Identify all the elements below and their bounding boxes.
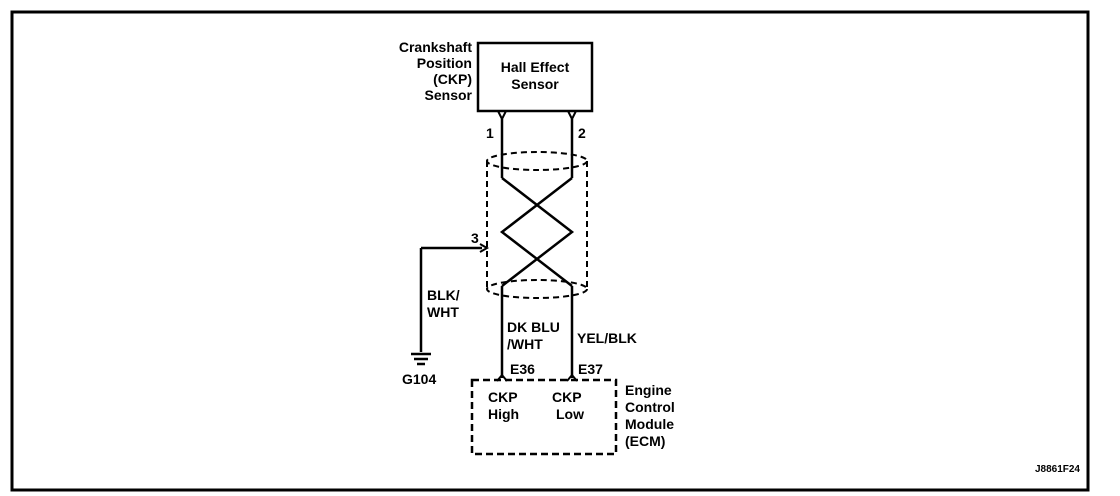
svg-text:CKP: CKP xyxy=(488,389,518,405)
svg-text:BLK/: BLK/ xyxy=(427,287,460,303)
ecm-name-label: Engine Control Module (ECM) xyxy=(625,382,675,449)
svg-text:Position: Position xyxy=(417,55,472,71)
svg-text:/WHT: /WHT xyxy=(507,336,543,352)
svg-text:(CKP): (CKP) xyxy=(433,71,472,87)
right-wire-color-label: YEL/BLK xyxy=(577,330,637,346)
ecm-terminal-e37-label: E37 xyxy=(578,361,603,377)
ecm-ckp-high-label: CKP High xyxy=(488,389,519,422)
svg-text:WHT: WHT xyxy=(427,304,459,320)
pin1-label: 1 xyxy=(486,125,494,141)
sensor-box-label-line1: Hall Effect xyxy=(501,59,570,75)
svg-text:Low: Low xyxy=(556,406,584,422)
pin3-label: 3 xyxy=(471,230,479,246)
diagram-frame xyxy=(10,10,1090,492)
sensor-box-label-line2: Sensor xyxy=(511,76,559,92)
svg-text:Engine: Engine xyxy=(625,382,672,398)
ecm-box xyxy=(470,378,618,456)
svg-text:(ECM): (ECM) xyxy=(625,433,665,449)
hall-effect-sensor-box xyxy=(476,41,594,113)
twisted-pair-wire-b xyxy=(499,177,573,287)
ground-label: G104 xyxy=(402,371,436,387)
svg-text:High: High xyxy=(488,406,519,422)
svg-text:DK BLU: DK BLU xyxy=(507,319,560,335)
left-wire-color-label: DK BLU /WHT xyxy=(507,319,560,352)
figure-code: J8861F24 xyxy=(1035,464,1080,475)
shield-drain-connector-icon xyxy=(479,243,490,253)
svg-text:Sensor: Sensor xyxy=(425,87,473,103)
svg-text:Control: Control xyxy=(625,399,675,415)
ecm-ckp-low-label: CKP Low xyxy=(552,389,584,422)
ground-symbol-icon xyxy=(411,352,431,366)
ground-wire-color-label: BLK/ WHT xyxy=(427,287,460,320)
svg-text:Module: Module xyxy=(625,416,674,432)
svg-text:Crankshaft: Crankshaft xyxy=(399,39,472,55)
svg-text:CKP: CKP xyxy=(552,389,582,405)
twisted-pair-shield xyxy=(486,151,588,299)
sensor-name-label: Crankshaft Position (CKP) Sensor xyxy=(399,39,473,103)
twisted-pair-wire-a xyxy=(501,177,575,287)
pin2-label: 2 xyxy=(578,125,586,141)
ecm-terminal-e36-label: E36 xyxy=(510,361,535,377)
